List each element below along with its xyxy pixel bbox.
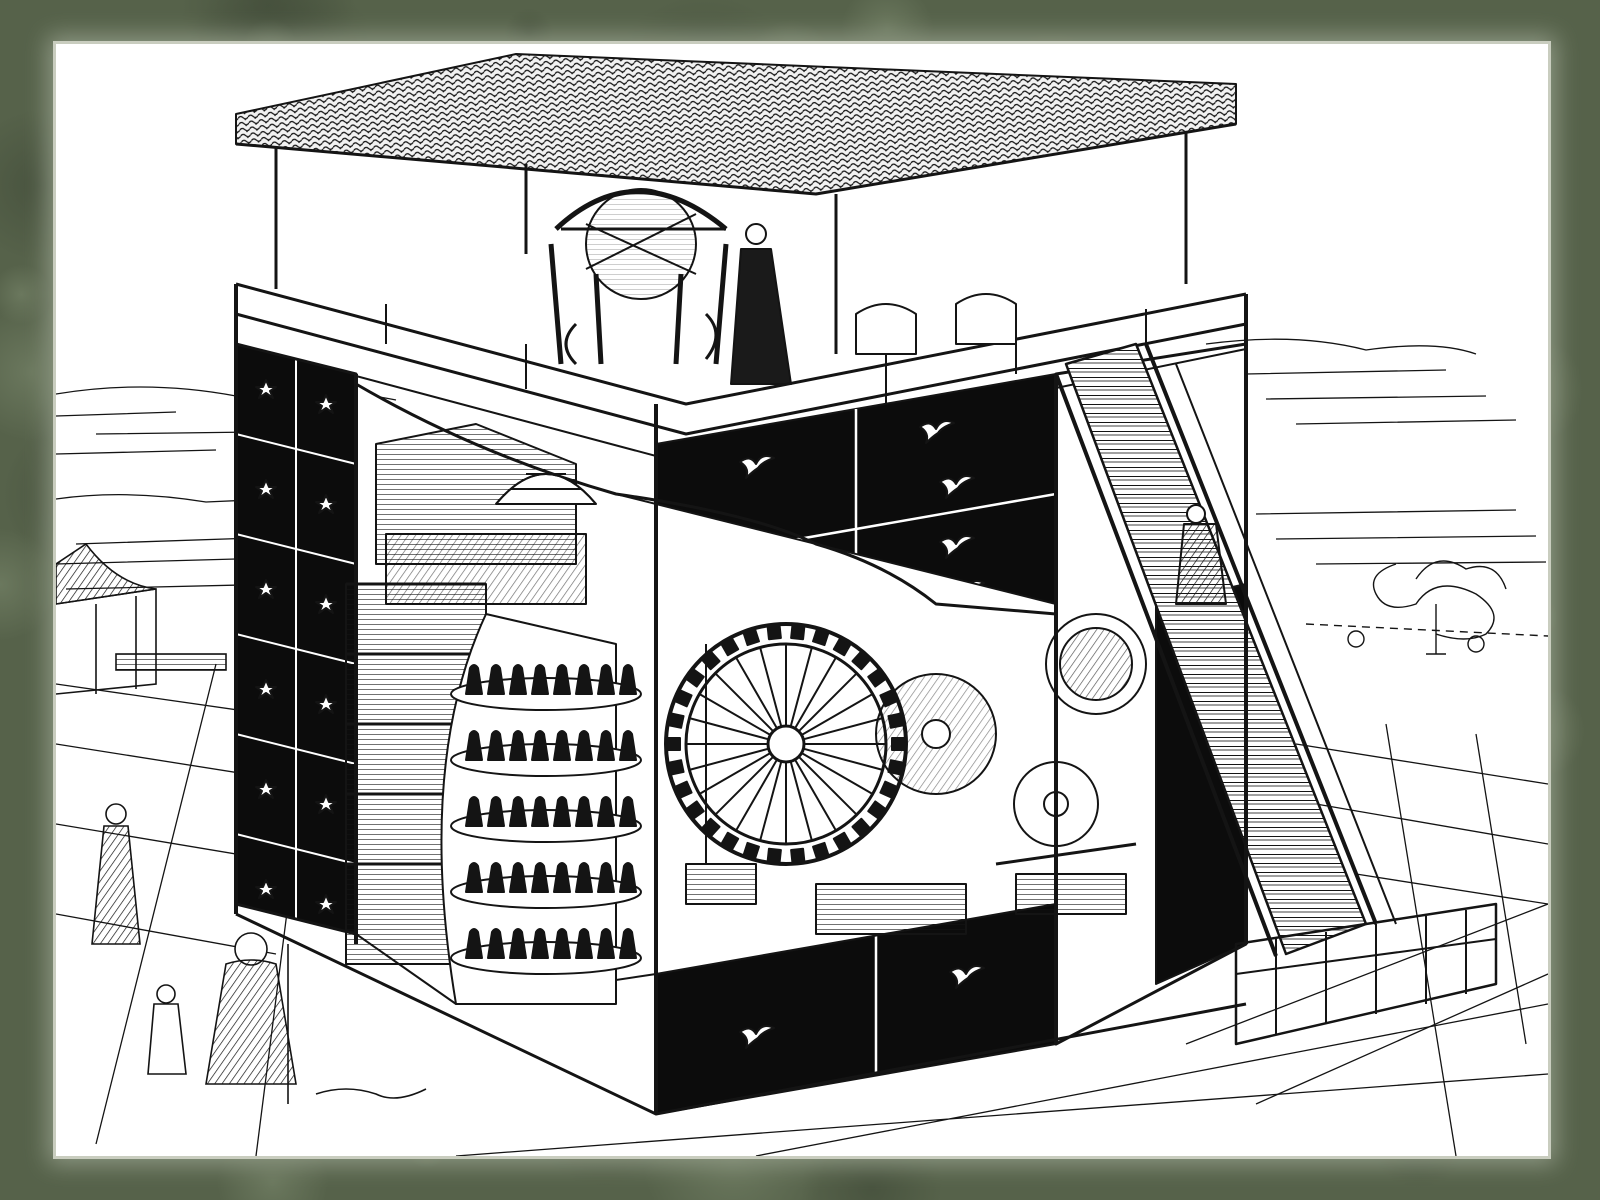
- wheel-bucket: [851, 817, 871, 837]
- gear-train: [815, 604, 1147, 935]
- figurine: [487, 730, 505, 761]
- figurine-drum: [345, 582, 642, 1005]
- wheel-bucket: [720, 831, 740, 851]
- figurine: [531, 664, 549, 695]
- figurine: [619, 796, 637, 827]
- figurine: [509, 928, 527, 959]
- figurine: [509, 664, 527, 695]
- figurine: [487, 928, 505, 959]
- figurine: [619, 928, 637, 959]
- figurine: [509, 730, 527, 761]
- figurine: [575, 928, 593, 959]
- left-pavilion: [56, 542, 227, 695]
- figurine: [575, 664, 593, 695]
- wheel-bucket: [674, 780, 693, 799]
- wheel-bucket: [720, 637, 740, 657]
- figurine: [553, 664, 571, 695]
- wheel-bucket: [742, 841, 760, 860]
- right-tree: [1305, 560, 1548, 655]
- figurine: [509, 862, 527, 893]
- wheel-bucket: [812, 628, 830, 647]
- wheel-bucket: [867, 800, 886, 820]
- wheel-bucket: [879, 780, 898, 799]
- wheel-bucket: [668, 712, 685, 729]
- water-wheel: [664, 622, 908, 905]
- figurine: [575, 730, 593, 761]
- figurine: [487, 796, 505, 827]
- figurine: [597, 664, 615, 695]
- figurine: [597, 796, 615, 827]
- figurine: [619, 862, 637, 893]
- figurine: [465, 664, 483, 695]
- wheel-bucket: [742, 628, 760, 647]
- wheel-bucket: [668, 759, 685, 776]
- figurine: [553, 796, 571, 827]
- figurine: [553, 928, 571, 959]
- wheel-bucket: [686, 800, 705, 820]
- figurine: [553, 730, 571, 761]
- wheel-bucket: [766, 847, 782, 863]
- figurine: [487, 862, 505, 893]
- figurine: [553, 862, 571, 893]
- figurine: [531, 796, 549, 827]
- figurine: [531, 862, 549, 893]
- figurine: [619, 730, 637, 761]
- figurine: [465, 862, 483, 893]
- figurine: [531, 730, 549, 761]
- wheel-bucket: [667, 737, 681, 751]
- wheel-bucket: [867, 668, 886, 688]
- figurine: [597, 928, 615, 959]
- figurine: [465, 730, 483, 761]
- base-railing: [1234, 902, 1498, 1046]
- figurine: [575, 862, 593, 893]
- wheel-bucket: [790, 625, 806, 641]
- figurine: [531, 928, 549, 959]
- figurine: [465, 928, 483, 959]
- wheel-bucket: [686, 668, 705, 688]
- inner-pavilion: [375, 423, 597, 605]
- figurine: [487, 664, 505, 695]
- figure-on-roof: [730, 223, 792, 385]
- wheel-bucket: [832, 637, 852, 657]
- wheel-bucket: [812, 841, 830, 860]
- wheel-bucket: [851, 651, 871, 671]
- tower: [234, 53, 1498, 1116]
- clock-tower-illustration: [56, 44, 1548, 1156]
- left-face-panels: [234, 342, 358, 936]
- figurine: [575, 796, 593, 827]
- wheel-bucket: [832, 831, 852, 851]
- figurine: [597, 862, 615, 893]
- people-lower-left: [91, 803, 427, 1104]
- armillary-sphere: [548, 188, 729, 366]
- wheel-bucket: [766, 625, 782, 641]
- figurine: [509, 796, 527, 827]
- illustration-canvas: [56, 53, 1548, 1156]
- figurine: [465, 796, 483, 827]
- wheel-bucket: [790, 847, 806, 863]
- figurine: [619, 664, 637, 695]
- figurine: [597, 730, 615, 761]
- wheel-bucket: [674, 689, 693, 708]
